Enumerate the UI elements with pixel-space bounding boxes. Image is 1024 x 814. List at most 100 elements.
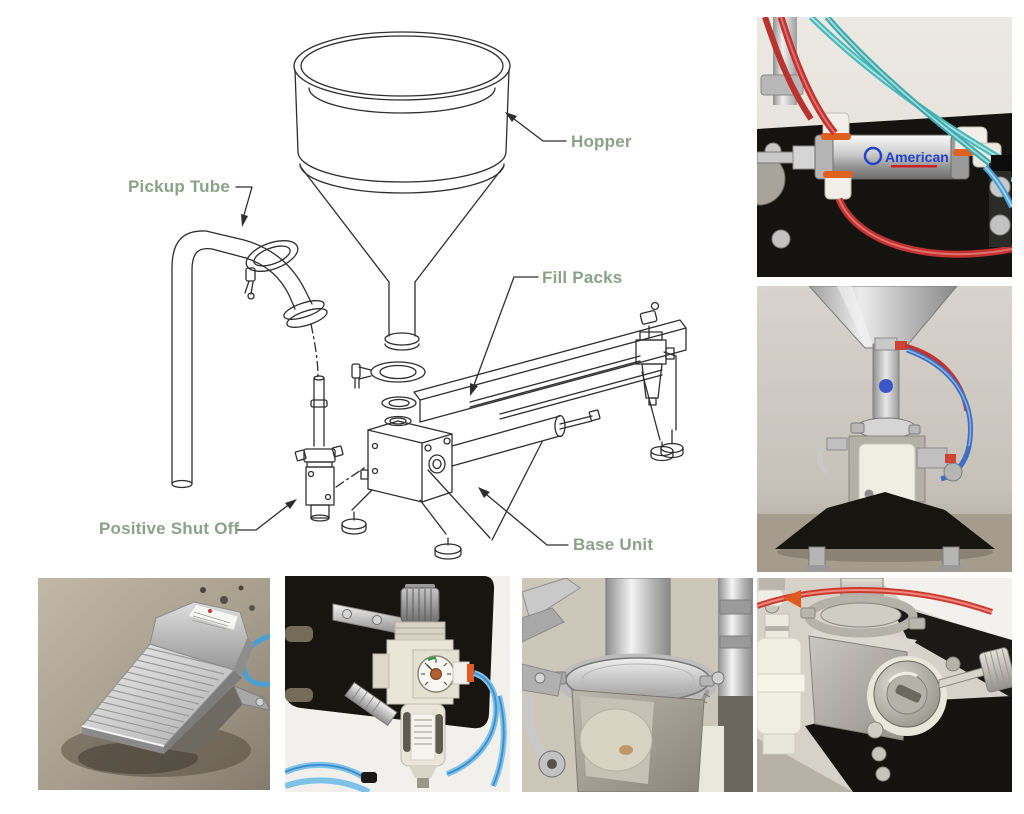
brand-text: American xyxy=(885,149,949,165)
photo-air-regulator xyxy=(285,576,510,792)
brand-subtext-line xyxy=(891,165,937,168)
outlet-fitting xyxy=(452,661,470,685)
bolt xyxy=(534,672,546,684)
bracket-cap xyxy=(991,155,1012,171)
steel-arm xyxy=(522,607,565,643)
metering-cylinder xyxy=(872,343,900,429)
rod-coupler xyxy=(792,145,818,170)
drain xyxy=(417,778,429,788)
body-wing xyxy=(372,653,390,689)
red-air-tubes xyxy=(777,17,1012,258)
gauge-ticks xyxy=(421,659,451,686)
steel-arm xyxy=(522,578,581,621)
foot-pad xyxy=(939,565,963,571)
hex-bolt xyxy=(875,766,891,782)
pickup-tube-line-art xyxy=(171,230,328,489)
bonnet xyxy=(394,621,446,641)
positive-shut-off-line-art xyxy=(294,375,344,522)
black-base xyxy=(775,492,995,549)
hex-bolt xyxy=(989,214,1011,236)
clamp-lever xyxy=(524,695,550,762)
blue-tube-highlight xyxy=(984,166,1012,208)
centerline xyxy=(310,323,368,488)
fill-pack-clamp-line-art xyxy=(351,361,426,427)
knurled-band xyxy=(719,599,752,615)
orange-collar xyxy=(467,664,474,682)
red-fitting xyxy=(945,454,956,463)
lever-loop-hole xyxy=(547,759,557,769)
bowl-window xyxy=(403,712,411,752)
panel-slot xyxy=(285,688,313,702)
filter-regulator xyxy=(344,584,474,788)
hopper-line-art xyxy=(293,31,511,351)
blue-sticker xyxy=(879,379,893,393)
photo-filler-front xyxy=(757,286,1012,572)
bowl-label xyxy=(410,713,436,761)
fill-pipe xyxy=(605,578,671,665)
leader-lines xyxy=(235,118,569,546)
blue-air-tubes xyxy=(285,670,507,792)
brand-mark: American xyxy=(863,146,949,168)
treadle-edge xyxy=(82,726,164,754)
photo-air-cylinder: American xyxy=(757,17,1012,277)
label-logo-dot xyxy=(208,609,212,613)
plastic-collar xyxy=(757,673,806,693)
spec-label xyxy=(187,603,239,631)
knurled-knob xyxy=(978,647,1012,693)
front-lip-highlight xyxy=(81,725,165,747)
disc-spot xyxy=(619,745,633,755)
label-positive-shut-off: Positive Shut Off xyxy=(99,519,240,538)
treadle-ribs xyxy=(86,647,230,741)
label-base-unit: Base Unit xyxy=(573,535,654,554)
cap-slot xyxy=(895,684,922,703)
red-air-tube xyxy=(762,17,814,121)
clamp-lug xyxy=(850,422,865,434)
bolt xyxy=(771,229,791,249)
bowl-label-text-lines xyxy=(414,719,432,745)
table-debris xyxy=(200,585,255,611)
label-pickup-tube: Pickup Tube xyxy=(128,177,231,196)
bolt-stack xyxy=(759,578,785,590)
panel-slot xyxy=(285,626,313,642)
side-knob xyxy=(943,462,963,482)
neck-ring xyxy=(765,626,789,631)
brand-logo-icon xyxy=(863,146,883,166)
blue-tube-highlight xyxy=(906,349,972,447)
photo-foot-pedal xyxy=(38,578,270,790)
ferrule xyxy=(820,602,902,628)
label-text-lines xyxy=(191,611,231,630)
orange-fitting xyxy=(783,590,801,608)
base-unit-line-art xyxy=(341,301,687,560)
bowl-window xyxy=(435,714,443,754)
exploded-view-drawing xyxy=(171,31,687,560)
side-hardware xyxy=(916,447,948,469)
label-fill-packs: Fill Packs xyxy=(542,268,623,287)
housing-side xyxy=(234,638,254,676)
clamp-lug xyxy=(908,617,926,630)
hex-bolt xyxy=(871,746,887,762)
foot xyxy=(942,546,960,568)
white-plastic-part xyxy=(698,726,724,792)
bolt xyxy=(342,609,352,619)
elbow-fitting xyxy=(874,337,898,351)
foot-pad xyxy=(805,565,829,571)
gauge-hub xyxy=(430,668,442,680)
treadle-side xyxy=(164,670,242,754)
label-hopper: Hopper xyxy=(571,132,632,151)
clamp-lug xyxy=(800,607,816,619)
bolt xyxy=(372,615,382,625)
photo-piston-end xyxy=(757,578,1012,792)
tri-clamp xyxy=(855,417,917,439)
bowl-taper xyxy=(409,766,437,778)
knurled-band xyxy=(719,635,752,649)
plastic-cap xyxy=(762,733,796,755)
tube-end xyxy=(361,772,377,783)
clamp-lug xyxy=(908,424,921,435)
photo-tri-clamp xyxy=(522,578,753,792)
gauge-green-arc xyxy=(427,656,437,662)
cone-highlight xyxy=(837,286,873,346)
cap-highlight xyxy=(887,671,918,683)
clamp-lever xyxy=(817,446,829,474)
hose-barb xyxy=(344,681,398,727)
